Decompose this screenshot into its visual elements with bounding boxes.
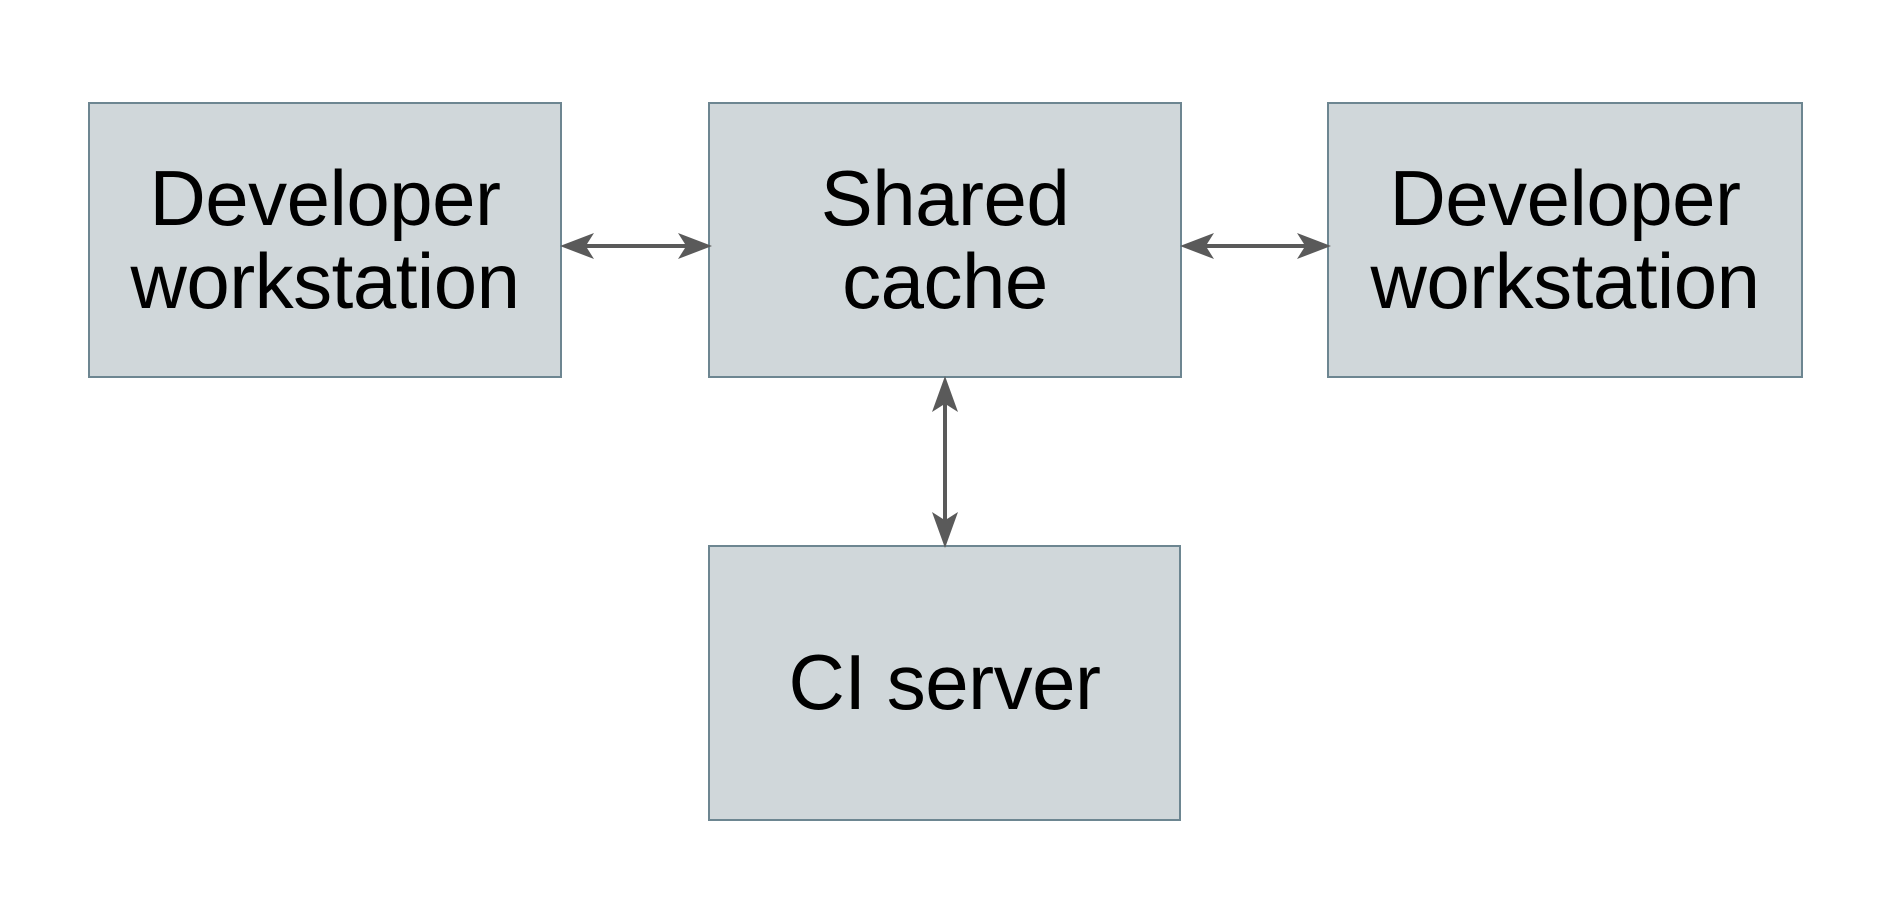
node-label: Developer workstation <box>130 153 521 325</box>
node-shared-cache[interactable]: Shared cache <box>708 102 1182 378</box>
node-label: CI server <box>788 638 1101 727</box>
edge-developer-left-to-shared-cache <box>560 233 712 259</box>
edge-shared-cache-to-developer-right <box>1180 233 1331 259</box>
node-label: Shared cache <box>820 153 1070 325</box>
node-developer-workstation-right[interactable]: Developer workstation <box>1327 102 1803 378</box>
node-ci-server[interactable]: CI server <box>708 545 1181 821</box>
edge-shared-cache-to-ci-server <box>932 376 958 548</box>
node-label: Developer workstation <box>1370 153 1761 325</box>
node-developer-workstation-left[interactable]: Developer workstation <box>88 102 562 378</box>
